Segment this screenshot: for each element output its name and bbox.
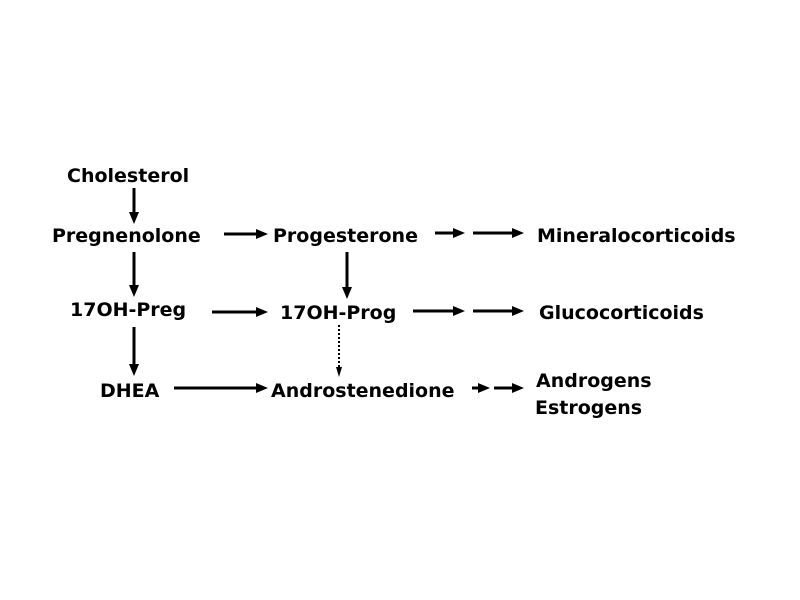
arrow-pregnenolone-to-17oh-preg xyxy=(129,252,139,297)
node-dhea: DHEA xyxy=(100,380,160,402)
arrow-progesterone-to-17oh-prog xyxy=(342,252,352,299)
node-cholesterol: Cholesterol xyxy=(67,165,189,187)
arrow-17oh-prog-to-androstenedione-dotted xyxy=(336,325,342,377)
node-androstenedione: Androstenedione xyxy=(271,380,455,402)
arrow-17oh-prog-to-glucocorticoids xyxy=(413,306,524,316)
node-17oh-preg: 17OH-Preg xyxy=(70,299,186,321)
node-17oh-prog: 17OH-Prog xyxy=(280,302,396,324)
arrow-cholesterol-to-pregnenolone xyxy=(129,188,139,224)
arrow-androstenedione-to-androgens-estrogens xyxy=(472,383,524,393)
node-androgens: Androgens xyxy=(536,370,652,392)
node-estrogens: Estrogens xyxy=(535,397,642,419)
arrow-dhea-to-androstenedione xyxy=(174,383,268,393)
node-pregnenolone: Pregnenolone xyxy=(52,225,201,247)
node-progesterone: Progesterone xyxy=(273,225,418,247)
arrow-progesterone-to-mineralocorticoids xyxy=(435,228,524,238)
node-glucocorticoids: Glucocorticoids xyxy=(539,302,704,324)
arrow-17oh-preg-to-17oh-prog xyxy=(212,307,268,317)
arrow-pregnenolone-to-progesterone xyxy=(224,229,268,239)
arrow-17oh-preg-to-dhea xyxy=(129,327,139,376)
node-mineralocorticoids: Mineralocorticoids xyxy=(537,225,736,247)
